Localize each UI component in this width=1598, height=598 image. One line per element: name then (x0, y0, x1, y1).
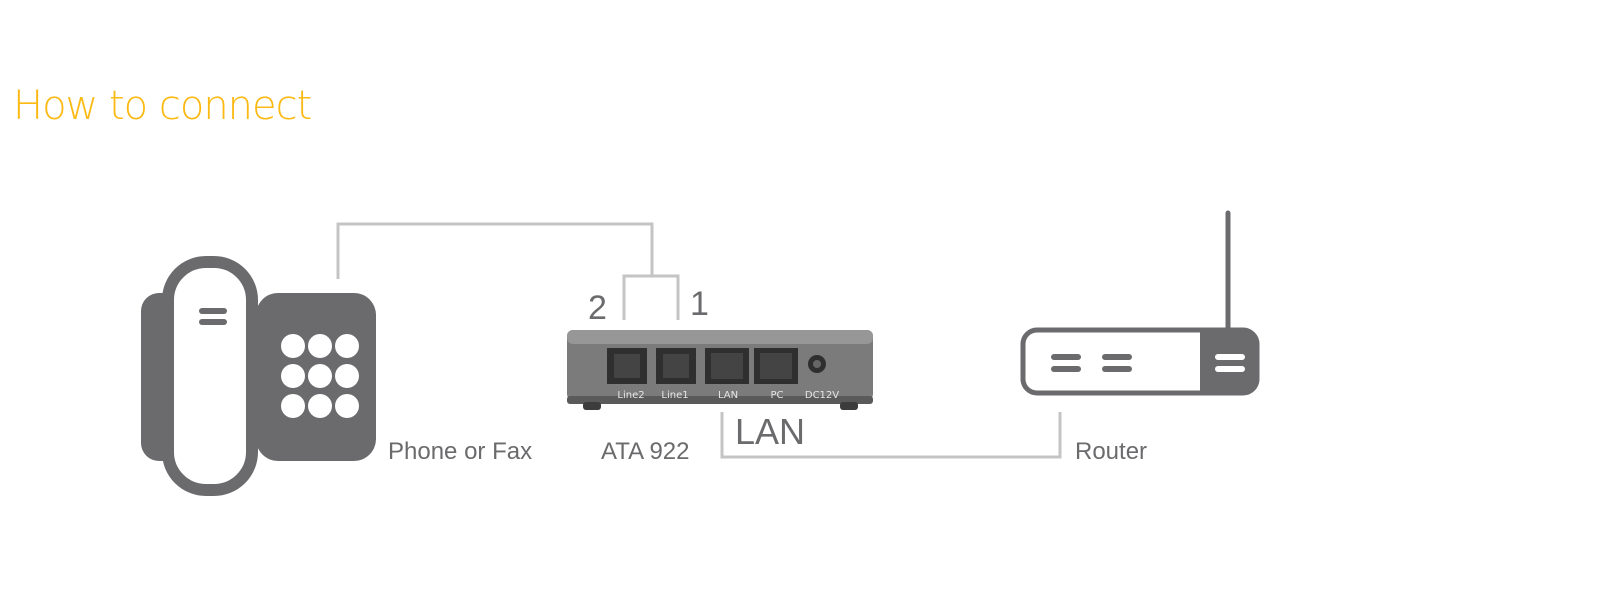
desk-phone-icon (141, 256, 376, 496)
ata-port-line1 (656, 348, 696, 384)
phone-label: Phone or Fax (388, 438, 533, 465)
ata-port-dc12v (808, 355, 826, 373)
lan-to-router-cable (720, 412, 1062, 459)
line2-number-label: 2 (588, 289, 607, 327)
phone-to-ata-cable (336, 222, 654, 279)
ata-port-lan (705, 348, 749, 384)
line1-number-label: 1 (690, 285, 709, 323)
ata-label: ATA 922 (601, 438, 690, 465)
phone-line-cables (336, 222, 680, 320)
ata-port-label: Line2 (617, 390, 644, 401)
line2-branch-cable (622, 274, 680, 320)
router-icon (1020, 210, 1260, 396)
ata-port-label: PC (770, 390, 783, 401)
ata-port-label: LAN (718, 390, 738, 401)
ata-port-label: DC12V (805, 390, 839, 401)
lan-cable-label: LAN (735, 411, 806, 452)
router-label: Router (1075, 438, 1148, 465)
ata-port-label: Line1 (661, 390, 688, 401)
ata-device-image: Line2 Line1 LAN PC DC12V (567, 330, 873, 410)
ata-port-line2 (607, 348, 647, 384)
ata-port-pc (754, 348, 798, 384)
page-title: How to connect (13, 83, 312, 129)
